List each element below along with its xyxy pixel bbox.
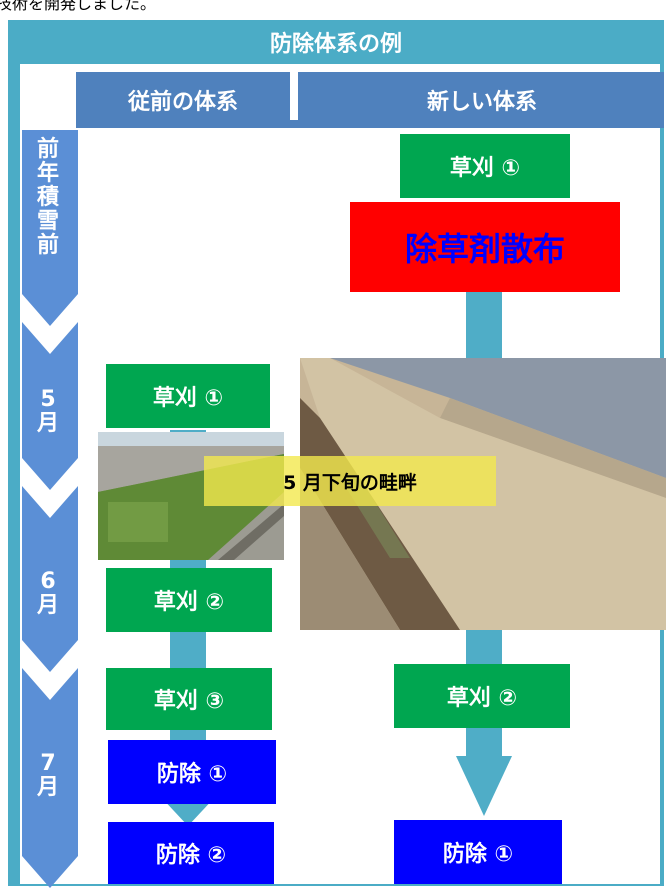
header-new-system: 新しい体系 xyxy=(426,90,537,115)
diagram-title: 防除体系の例 xyxy=(269,32,402,57)
chevron-down-icon xyxy=(22,322,78,490)
old-control-1-box: 防除 ① xyxy=(108,740,276,804)
header-old-system: 従前の体系 xyxy=(127,90,238,115)
new-mow-2-box: 草刈 ② xyxy=(394,664,570,728)
new-control-1-box: 防除 ① xyxy=(394,820,562,884)
header-band xyxy=(76,72,664,128)
arrow-down-icon xyxy=(456,756,512,816)
old-mow-3-box: 草刈 ③ xyxy=(106,668,272,730)
photo-label: 5 月下旬の畦畔 xyxy=(204,456,496,506)
chevron-down-icon xyxy=(22,486,78,672)
old-mow-1-box: 草刈 ① xyxy=(106,364,270,428)
chevron-down-icon xyxy=(22,668,78,888)
timeline-label-pre-snow: 前年積雪前 xyxy=(36,137,59,258)
new-herbicide-box: 除草剤散布 xyxy=(350,202,620,292)
old-mow-2-box: 草刈 ② xyxy=(106,568,272,632)
chevron-down-icon xyxy=(22,130,78,326)
header-divider xyxy=(290,72,298,120)
caption-fragment: 技術を開発しました。 xyxy=(0,0,157,13)
timeline-chevrons xyxy=(22,130,78,888)
new-mow-1-box: 草刈 ① xyxy=(400,134,570,198)
photo-old-levee xyxy=(98,432,284,560)
old-control-2-box: 防除 ② xyxy=(108,822,274,884)
